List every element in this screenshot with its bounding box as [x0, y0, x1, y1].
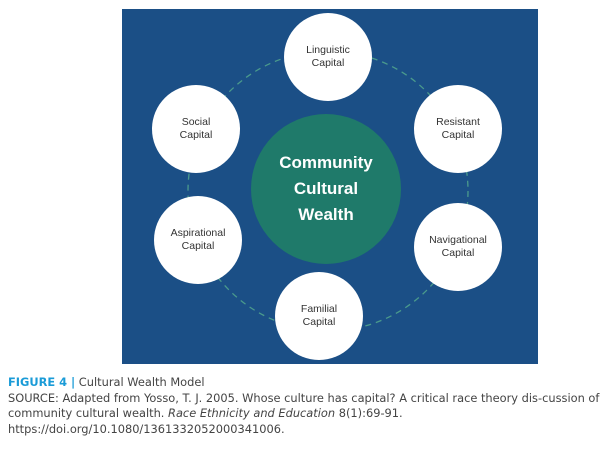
diagram-panel: Linguistic Capital Resistant Capital Nav… [122, 9, 538, 364]
node-familial-capital: Familial Capital [275, 272, 363, 360]
source-text: SOURCE: Adapted from Yosso, T. J. 2005. … [8, 390, 600, 421]
figure-title: Cultural Wealth Model [75, 375, 205, 389]
center-label: Community Cultural Wealth [279, 153, 373, 224]
node-label: Familial Capital [300, 303, 338, 328]
figure-source: SOURCE: Adapted from Yosso, T. J. 2005. … [8, 391, 600, 438]
dashed-ring [187, 50, 469, 332]
node-label: Resistant Capital [436, 116, 480, 141]
source-journal: Race Ethnicity and Education [168, 406, 336, 420]
node-label: Linguistic Capital [306, 44, 350, 69]
figure-caption: FIGURE 4 | Cultural Wealth Model SOURCE:… [8, 375, 600, 437]
ring-svg [187, 50, 469, 332]
source-citation: 8(1):69-91. https://doi.org/10.1080/1361… [8, 406, 403, 436]
node-resistant-capital: Resistant Capital [414, 85, 502, 173]
node-label: Social Capital [179, 116, 213, 141]
figure-heading: FIGURE 4 | Cultural Wealth Model [8, 375, 600, 391]
node-label: Aspirational Capital [170, 227, 226, 252]
figure-label: FIGURE 4 | [8, 375, 76, 389]
node-linguistic-capital: Linguistic Capital [284, 13, 372, 101]
node-navigational-capital: Navigational Capital [414, 203, 502, 291]
center-node-community-cultural-wealth: Community Cultural Wealth [251, 114, 401, 264]
node-label: Navigational Capital [429, 234, 487, 259]
node-social-capital: Social Capital [152, 85, 240, 173]
node-aspirational-capital: Aspirational Capital [154, 196, 242, 284]
